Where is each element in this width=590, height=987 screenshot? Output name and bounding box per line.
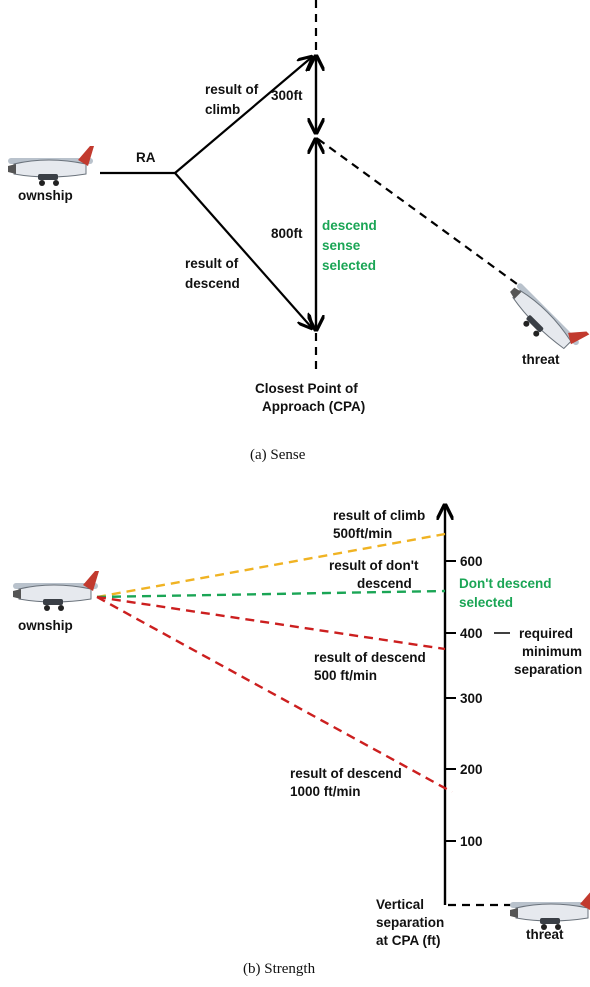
caption-b: (b) Strength — [243, 961, 316, 977]
tick-label-200: 200 — [460, 762, 483, 777]
ownship-label: ownship — [18, 188, 73, 203]
axis-label-line1: Vertical — [376, 897, 424, 912]
descend-label-line1: result of — [185, 256, 239, 271]
ra-label: RA — [136, 150, 156, 165]
dont-descend-result-line1: result of don't — [329, 558, 419, 573]
caption-a: (a) Sense — [250, 447, 306, 463]
axis-ticks: 600 400 300 200 100 — [445, 554, 483, 849]
descend-1000-result-line1: result of descend — [290, 766, 402, 781]
ownship-label-b: ownship — [18, 618, 73, 633]
dont-descend-selected-line2: selected — [459, 595, 513, 610]
cpa-label-line1: Closest Point of — [255, 381, 358, 396]
threat-plane-icon — [499, 273, 590, 364]
tick-label-400: 400 — [460, 626, 483, 641]
selected-label-line2: sense — [322, 238, 361, 253]
dont-descend-result-line2: descend — [357, 576, 412, 591]
descend-branch-arrow — [174, 172, 312, 328]
dont-descend-selected-line1: Don't descend — [459, 576, 551, 591]
descend-label-line2: descend — [185, 276, 240, 291]
required-label-line2: minimum — [522, 644, 582, 659]
descend-1000-trajectory-line — [96, 595, 453, 794]
threat-label: threat — [522, 352, 560, 367]
threat-track-line — [317, 138, 529, 293]
tick-label-300: 300 — [460, 691, 483, 706]
tick-label-100: 100 — [460, 834, 483, 849]
cpa-label-line2: Approach (CPA) — [262, 399, 365, 414]
required-label-line3: separation — [514, 662, 582, 677]
descend-500-result-line1: result of descend — [314, 650, 426, 665]
climb-result-line1: result of climb — [333, 508, 425, 523]
descend-1000-result-line2: 1000 ft/min — [290, 784, 361, 799]
climb-label-line2: climb — [205, 102, 240, 117]
axis-label-line2: separation — [376, 915, 444, 930]
panel-sense: ownship RA result of climb result of des… — [7, 0, 590, 463]
required-label-line1: required — [519, 626, 573, 641]
descend-500-trajectory-line — [96, 595, 446, 651]
climb-branch-arrow — [174, 57, 312, 174]
gap-300-label: 300ft — [271, 88, 303, 103]
ownship-plane-icon — [7, 145, 95, 187]
axis-label-line3: at CPA (ft) — [376, 933, 441, 948]
ownship-plane-icon-b — [12, 570, 100, 612]
tick-label-600: 600 — [460, 554, 483, 569]
gap-800-label: 800ft — [271, 226, 303, 241]
threat-label-b: threat — [526, 927, 564, 942]
threat-plane-icon-b — [509, 889, 590, 931]
dont-descend-trajectory-line — [96, 589, 446, 599]
climb-result-line2: 500ft/min — [333, 526, 392, 541]
selected-label-line1: descend — [322, 218, 377, 233]
descend-500-result-line2: 500 ft/min — [314, 668, 377, 683]
panel-strength: ownship 600 400 300 200 100 required min… — [12, 505, 590, 977]
selected-label-line3: selected — [322, 258, 376, 273]
climb-label-line1: result of — [205, 82, 259, 97]
